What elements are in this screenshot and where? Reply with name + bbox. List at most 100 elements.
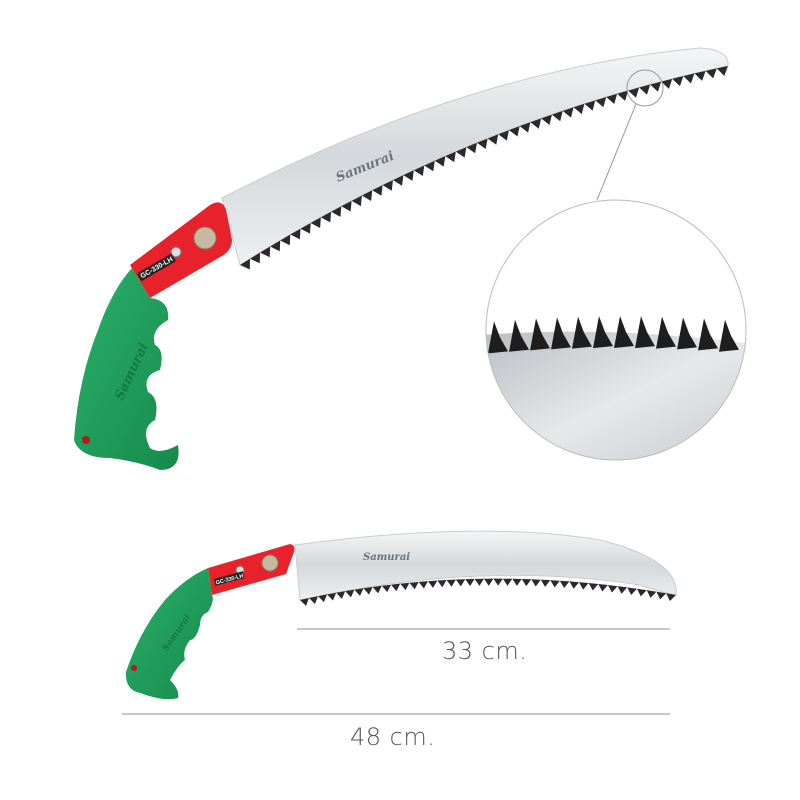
saw-tooth xyxy=(550,580,560,588)
saw-tooth xyxy=(391,583,401,592)
saw-tooth xyxy=(646,590,657,598)
saw-tooth xyxy=(617,90,629,101)
saw-tooth xyxy=(310,217,321,229)
saw-tooth xyxy=(466,142,477,154)
saw-tooth xyxy=(345,589,355,598)
saw-tooth xyxy=(639,84,651,95)
saw-tooth xyxy=(559,580,570,589)
blade-logo-small: Samurai xyxy=(363,552,410,563)
blade-small xyxy=(294,530,677,601)
saw-tooth xyxy=(331,206,342,217)
lanyard-hole-small xyxy=(131,665,137,671)
saw-small: Samurai GC-330-LH Samurai xyxy=(125,530,677,700)
saw-tooth xyxy=(502,578,513,586)
blade-length-label: 33 cm. xyxy=(442,637,528,665)
saw-tooth xyxy=(617,586,628,594)
zoom-tooth xyxy=(551,317,571,350)
saw-tooth xyxy=(569,581,579,589)
saw-tooth xyxy=(521,579,532,587)
saw-tooth xyxy=(595,97,607,108)
handle-large xyxy=(74,268,179,470)
saw-tooth xyxy=(382,180,393,191)
saw-tooth xyxy=(392,175,404,186)
saw-tooth xyxy=(290,228,301,240)
teeth-small xyxy=(300,578,676,606)
rivet-large xyxy=(170,246,182,258)
saw-tooth xyxy=(250,252,261,264)
total-length-line xyxy=(122,713,670,715)
saw-tooth xyxy=(409,581,419,590)
teeth-large xyxy=(240,66,728,270)
saw-large: Samurai GC-330-LH Samurai xyxy=(74,47,729,470)
saw-tooth xyxy=(540,579,551,587)
zoom-tooth xyxy=(572,316,592,349)
saw-tooth xyxy=(661,78,673,89)
saw-tooth xyxy=(628,87,640,98)
saw-tooth xyxy=(403,170,414,181)
saw-tooth xyxy=(434,156,446,167)
saw-tooth xyxy=(588,583,599,591)
saw-tooth xyxy=(562,107,574,118)
saw-tooth xyxy=(474,578,484,586)
saw-tooth xyxy=(320,211,332,223)
zoom-tooth xyxy=(614,316,634,348)
saw-tooth xyxy=(300,222,311,234)
saw-tooth xyxy=(530,118,542,129)
saw-tooth xyxy=(584,100,596,111)
saw-tooth xyxy=(354,588,364,596)
saw-tooth xyxy=(487,134,499,145)
saw-tooth xyxy=(418,581,428,589)
saw-tooth xyxy=(512,578,522,586)
saw-tooth xyxy=(672,76,684,87)
saw-tooth xyxy=(705,68,717,79)
model-label-small-bg xyxy=(213,571,245,586)
saw-tooth xyxy=(484,578,494,586)
saw-tooth xyxy=(381,584,391,593)
zoom-tooth xyxy=(593,316,613,349)
saw-tooth xyxy=(372,585,382,594)
saw-tooth xyxy=(318,594,328,603)
blade-length-line xyxy=(297,628,670,630)
saw-tooth xyxy=(650,81,662,92)
saw-tooth xyxy=(716,66,728,76)
saw-tooth xyxy=(551,110,563,122)
saw-tooth xyxy=(341,200,352,212)
saw-tooth xyxy=(636,588,647,597)
saw-tooth xyxy=(455,579,466,587)
saw-tooth xyxy=(413,165,425,177)
handle-small xyxy=(125,568,213,700)
saw-tooth xyxy=(309,596,319,604)
saw-tooth xyxy=(656,591,667,600)
lanyard-hole-large xyxy=(82,436,90,444)
model-label-large-bg xyxy=(136,253,176,282)
saw-tooth xyxy=(465,578,475,587)
guard-small xyxy=(208,544,295,595)
saw-tooth xyxy=(607,585,618,593)
saw-tooth xyxy=(445,151,456,163)
saw-tooth xyxy=(446,579,456,587)
saw-tooth xyxy=(455,147,467,158)
zoom-tooth xyxy=(635,316,655,349)
zoom-tooth xyxy=(509,319,529,352)
saw-tooth xyxy=(666,593,676,602)
zoom-detail-view xyxy=(486,200,746,460)
saw-tooth xyxy=(598,584,608,592)
saw-tooth xyxy=(498,130,509,141)
zoom-connector-line xyxy=(596,103,637,201)
saw-tooth xyxy=(427,580,438,588)
saw-tooth xyxy=(627,587,637,596)
saw-tooth xyxy=(683,73,695,84)
saw-tooth xyxy=(694,70,706,81)
saw-tooth xyxy=(260,246,271,258)
zoom-source-circle xyxy=(626,69,664,107)
zoom-tooth xyxy=(488,321,508,354)
bolt-large xyxy=(193,226,217,250)
zoom-tooth xyxy=(698,318,718,351)
saw-tooth xyxy=(508,126,520,137)
zoom-tooth xyxy=(530,318,550,351)
total-length-label: 48 cm. xyxy=(350,723,436,751)
saw-tooth xyxy=(400,582,410,591)
zoom-tooth xyxy=(719,319,739,352)
saw-tooth xyxy=(361,190,373,201)
